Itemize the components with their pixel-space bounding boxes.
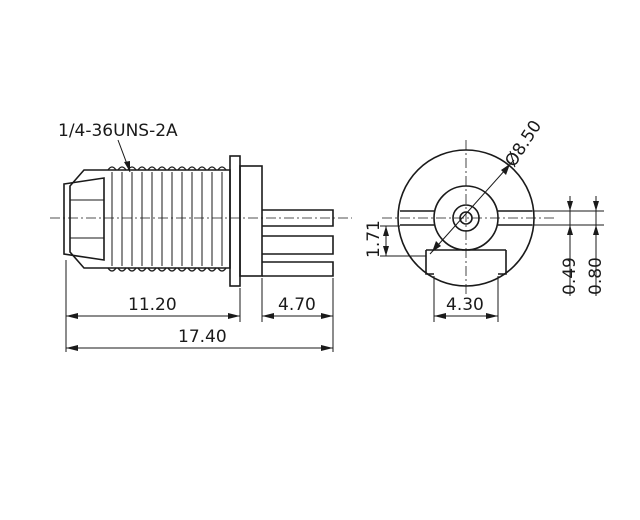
dim-flange-diameter: Ø8.50: [501, 117, 546, 171]
dim-leg-offset: 1.71: [364, 220, 384, 258]
threaded-body: [63, 166, 231, 272]
dim-pin-diameter: 0.49: [560, 257, 580, 295]
ground-leg-upper: [262, 235, 334, 255]
flange: [229, 155, 241, 287]
front-view: Ø8.50 1.71 4.30 0.49 0.80: [364, 117, 606, 322]
dim-leg-spacing: 4.30: [446, 295, 484, 315]
leg-slot-right: [498, 250, 507, 275]
diameter-leader: [429, 159, 515, 255]
dim-leg-thickness: 0.80: [586, 257, 606, 295]
thread-spec-label: 1/4-36UNS-2A: [58, 121, 178, 141]
ground-leg-lower: [262, 261, 334, 277]
flange-collar: [239, 165, 263, 277]
thread-crests: [107, 166, 227, 272]
center-pin: [262, 209, 334, 227]
dim-pin-length: 4.70: [278, 295, 316, 315]
thread-leader-arrow: [124, 161, 130, 172]
dim-body-length: 11.20: [128, 295, 177, 315]
dim-overall-length: 17.40: [178, 327, 227, 347]
leg-slot-left: [425, 250, 434, 275]
side-view: 1/4-36UNS-2A 11.20 4.70 17.40: [50, 121, 352, 352]
